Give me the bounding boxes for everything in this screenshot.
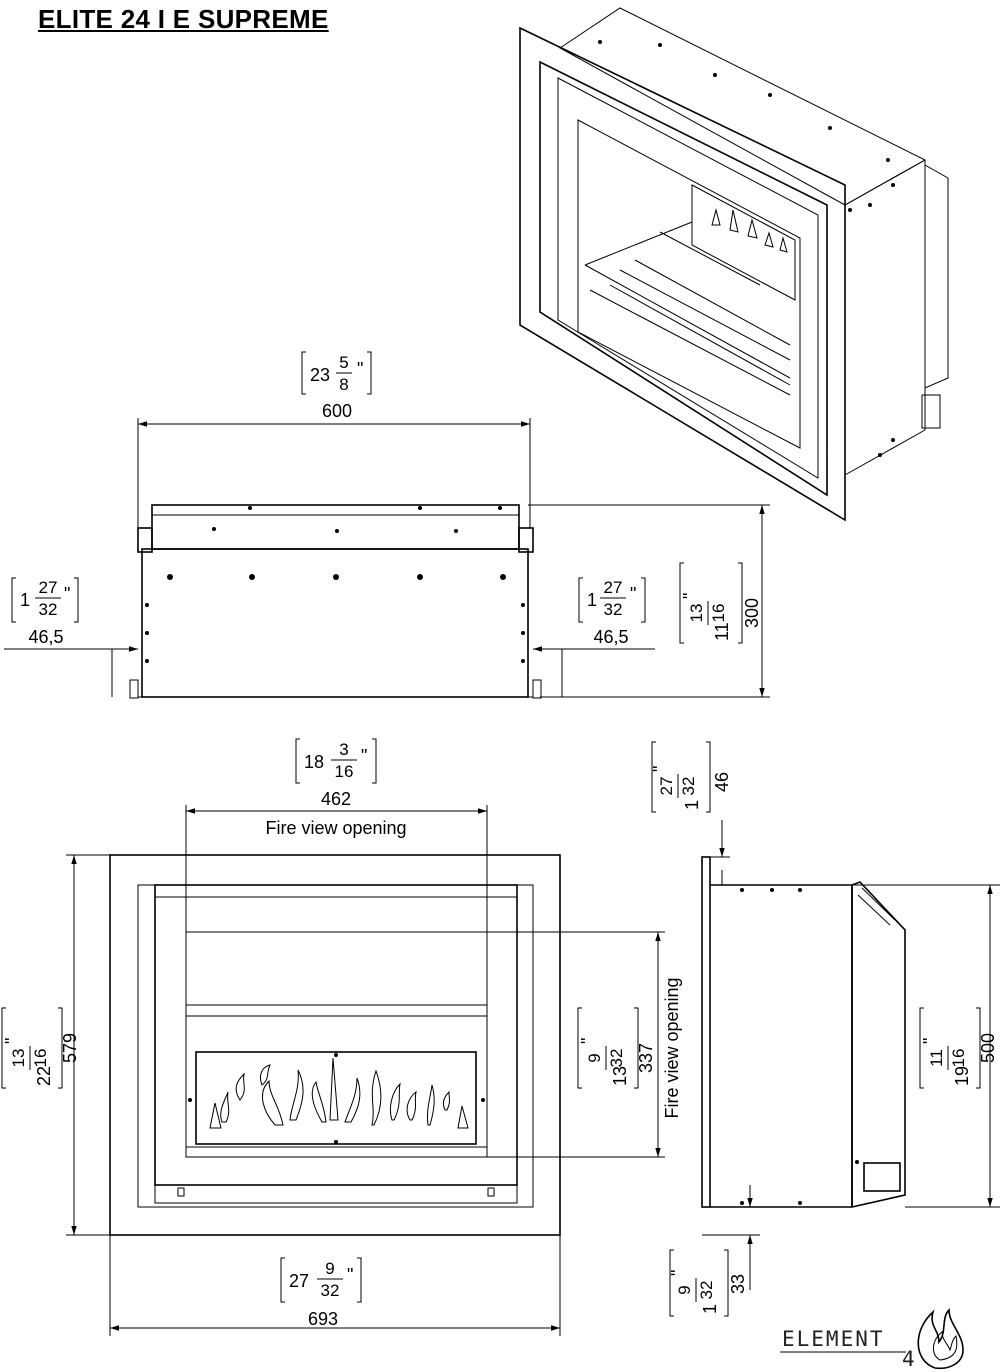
svg-text:1: 1 <box>587 590 597 610</box>
svg-text:22: 22 <box>34 1066 54 1086</box>
front-view <box>66 805 665 1336</box>
svg-text:Fire view opening: Fire view opening <box>265 818 406 838</box>
svg-text:": " <box>680 593 700 599</box>
svg-text:16: 16 <box>335 762 354 781</box>
svg-text:13: 13 <box>9 1049 28 1068</box>
svg-text:693: 693 <box>308 1309 338 1329</box>
svg-text:27: 27 <box>39 578 58 597</box>
svg-text:": " <box>668 1270 688 1276</box>
svg-text:": " <box>578 1038 598 1044</box>
svg-text:8: 8 <box>339 375 348 394</box>
svg-text:32: 32 <box>607 1049 626 1068</box>
svg-text:11: 11 <box>927 1049 946 1067</box>
svg-text:5: 5 <box>339 353 348 372</box>
svg-text:579: 579 <box>60 1033 80 1063</box>
top-view <box>4 418 770 699</box>
dim-front-height: 22 13 16 " 579 <box>1 1007 80 1089</box>
svg-text:16: 16 <box>31 1049 50 1068</box>
svg-text:600: 600 <box>322 401 352 421</box>
svg-text:": " <box>650 766 670 772</box>
svg-text:ELEMENT: ELEMENT <box>782 1327 885 1351</box>
dim-fire-width: 18 3 16 " 462 Fire view opening <box>265 738 407 838</box>
dim-left-flange: 1 27 32 " 46,5 <box>11 577 79 647</box>
svg-text:27: 27 <box>657 777 676 796</box>
svg-text:3: 3 <box>339 740 348 759</box>
svg-text:462: 462 <box>321 789 351 809</box>
product-title: ELITE 24 I E SUPREME <box>38 4 329 34</box>
svg-text:": " <box>64 584 70 604</box>
svg-text:16: 16 <box>949 1049 968 1068</box>
dim-top-height: 11 13 16 " 300 <box>679 562 762 644</box>
svg-text:": " <box>920 1038 940 1044</box>
side-view <box>701 820 1000 1290</box>
svg-text:33: 33 <box>728 1274 748 1294</box>
svg-text:23: 23 <box>310 365 330 385</box>
svg-text:1: 1 <box>682 800 702 810</box>
svg-text:11: 11 <box>712 622 732 641</box>
svg-text:500: 500 <box>978 1033 998 1063</box>
svg-text:32: 32 <box>39 600 58 619</box>
svg-text:Fire view opening: Fire view opening <box>662 977 682 1118</box>
svg-text:19: 19 <box>952 1066 972 1086</box>
svg-text:337: 337 <box>636 1043 656 1073</box>
dim-right-flange: 1 27 32 " 46,5 <box>578 577 646 647</box>
svg-text:4: 4 <box>902 1347 917 1371</box>
svg-text:46: 46 <box>712 772 732 792</box>
svg-text:13: 13 <box>610 1066 630 1086</box>
svg-text:32: 32 <box>321 1281 340 1300</box>
svg-text:16: 16 <box>709 604 728 623</box>
dim-side-top: 1 27 32 " 46 <box>650 741 732 813</box>
svg-text:": " <box>357 359 363 379</box>
isometric-view <box>519 7 949 522</box>
element4-logo: ELEMENT 4 <box>780 1308 964 1371</box>
dim-side-bottom: 1 9 32 " 33 <box>668 1249 748 1317</box>
svg-text:46,5: 46,5 <box>593 627 628 647</box>
dim-top-width: 23 5 8 " 600 <box>301 351 372 421</box>
svg-text:1: 1 <box>700 1304 720 1314</box>
dim-side-height: 19 11 16 " 500 <box>919 1007 998 1089</box>
svg-text:18: 18 <box>304 752 324 772</box>
dim-front-width: 27 9 32 " 693 <box>280 1257 362 1329</box>
fire-height-label: Fire view opening <box>662 977 682 1118</box>
svg-text:27: 27 <box>289 1271 309 1291</box>
svg-text:1: 1 <box>20 590 30 610</box>
svg-text:9: 9 <box>585 1053 604 1062</box>
svg-text:": " <box>347 1265 353 1285</box>
svg-text:13: 13 <box>687 604 706 623</box>
svg-text:32: 32 <box>679 777 698 796</box>
svg-text:": " <box>361 746 367 766</box>
svg-text:300: 300 <box>742 598 762 628</box>
svg-text:46,5: 46,5 <box>28 627 63 647</box>
svg-text:32: 32 <box>604 600 623 619</box>
svg-text:32: 32 <box>697 1281 716 1300</box>
svg-text:9: 9 <box>325 1259 334 1278</box>
dim-fire-height: 13 9 32 " 337 <box>577 1007 656 1089</box>
svg-text:27: 27 <box>604 578 623 597</box>
svg-text:9: 9 <box>675 1285 694 1294</box>
svg-text:": " <box>2 1038 22 1044</box>
svg-text:": " <box>630 584 636 604</box>
